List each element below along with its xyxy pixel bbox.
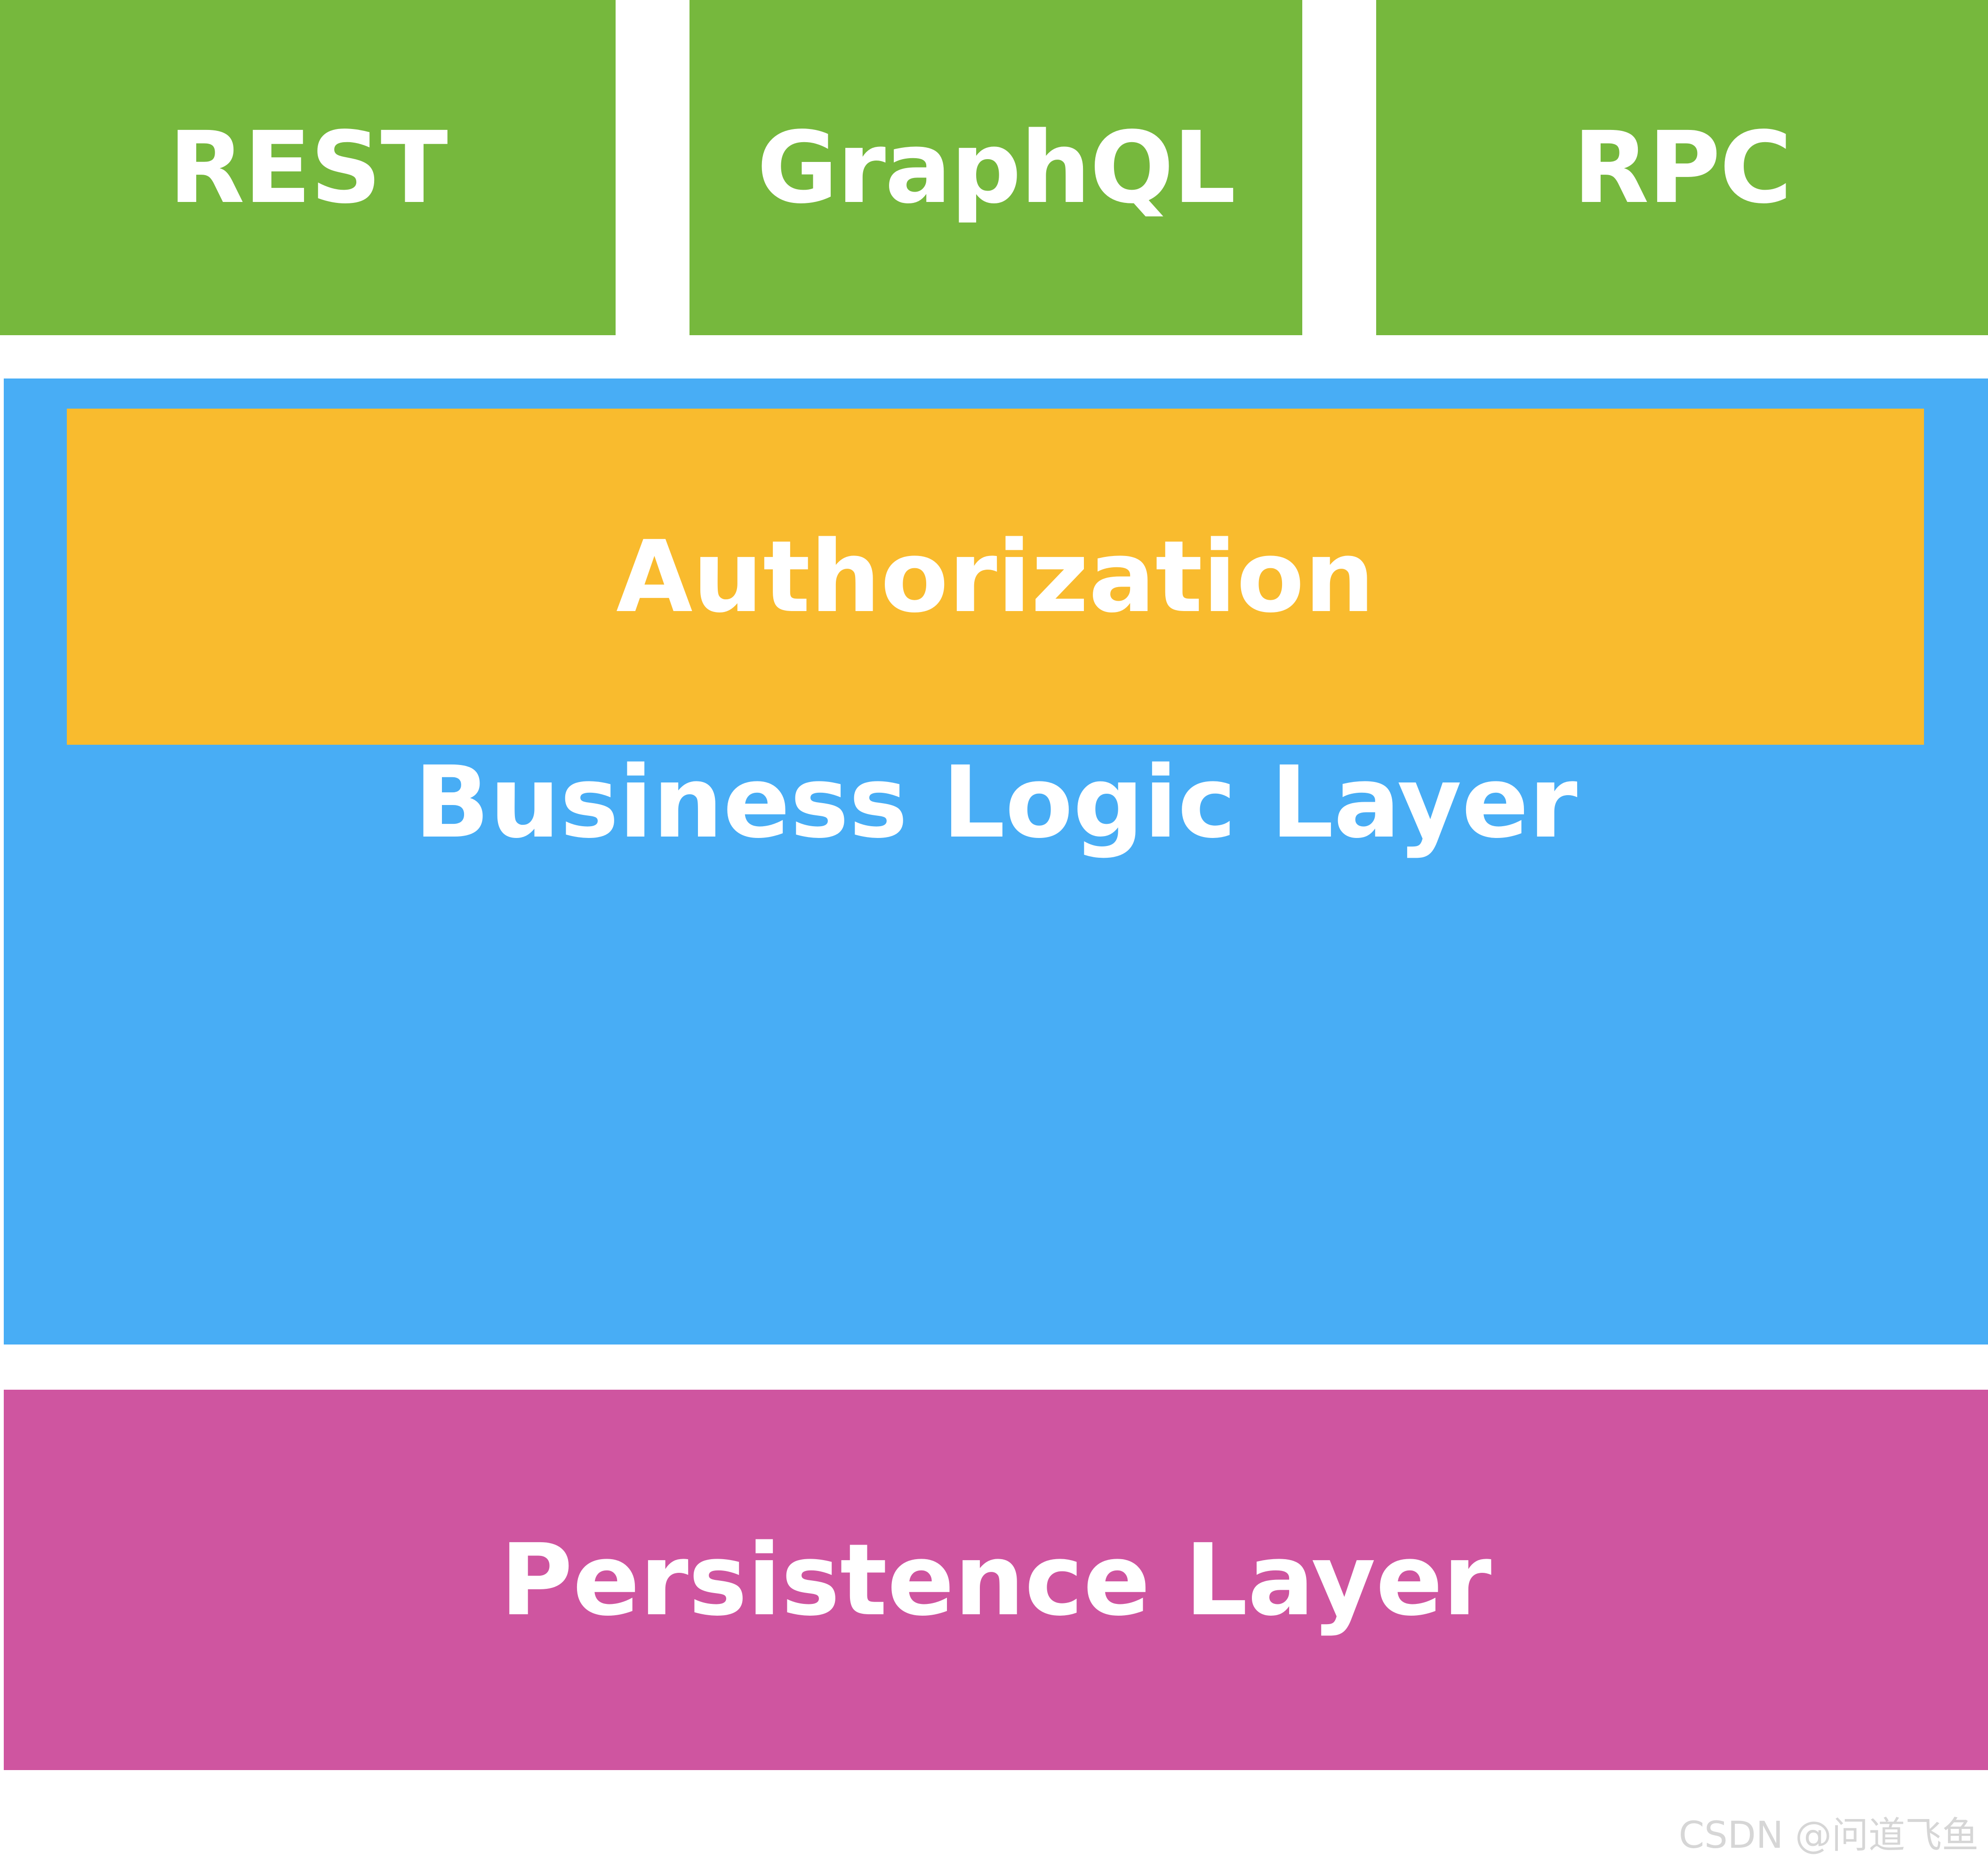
rest-label: REST (168, 110, 448, 225)
business-logic-layer-label: Business Logic Layer (414, 744, 1578, 860)
business-logic-layer: Authorization Business Logic Layer (4, 378, 1988, 1345)
graphql-api-block: GraphQL (689, 0, 1302, 335)
authorization-block: Authorization (67, 409, 1924, 745)
rest-api-block: REST (0, 0, 616, 335)
graphql-label: GraphQL (757, 110, 1236, 225)
authorization-label: Authorization (616, 519, 1375, 635)
persistence-layer: Persistence Layer (4, 1390, 1988, 1770)
persistence-layer-label: Persistence Layer (500, 1522, 1492, 1638)
rpc-api-block: RPC (1376, 0, 1988, 335)
rpc-label: RPC (1573, 110, 1792, 225)
watermark: CSDN @问道飞鱼 (1678, 1814, 1979, 1857)
